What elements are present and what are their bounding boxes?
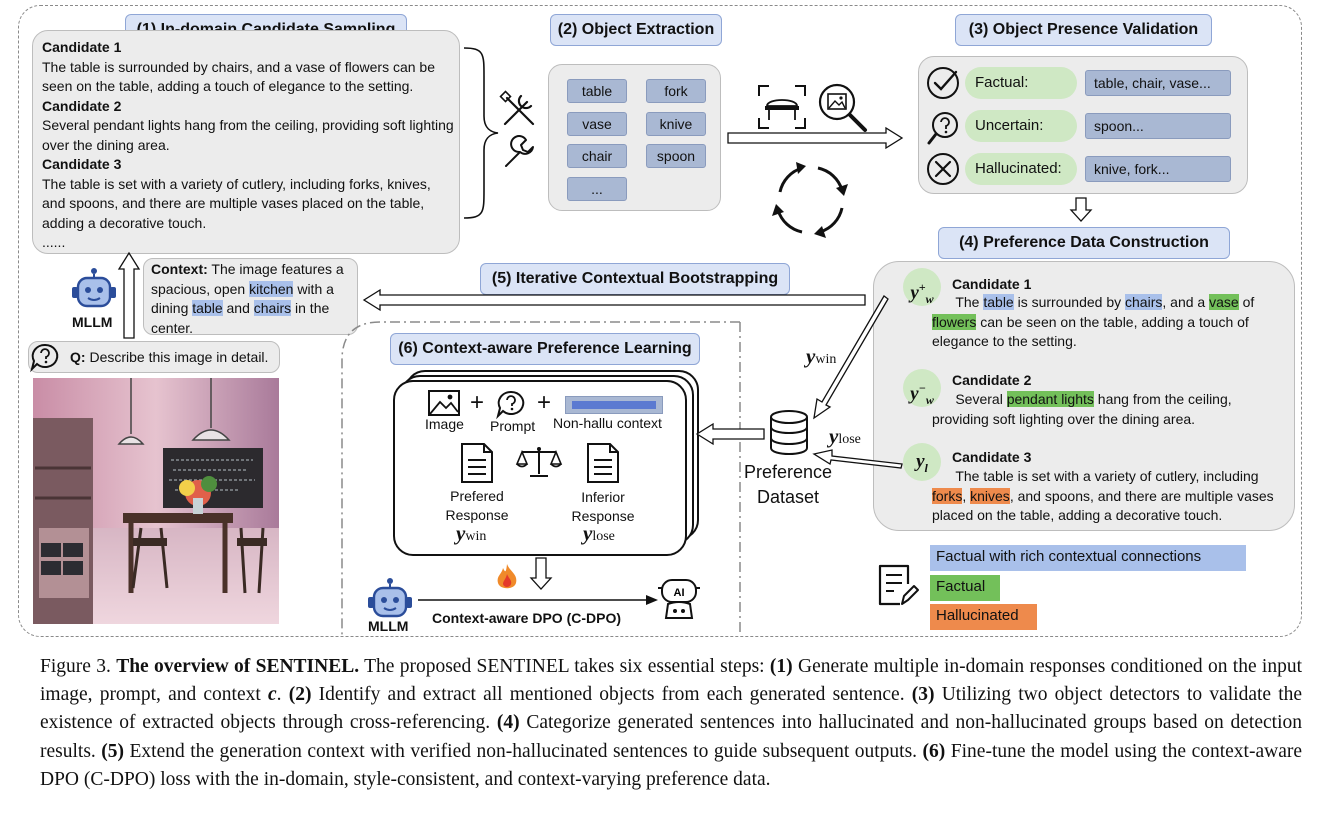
figure-caption: Figure 3. The overview of SENTINEL. The … (40, 656, 1303, 790)
plus-sign-2: + (537, 389, 552, 416)
tools-icon (499, 90, 535, 126)
y-lose-label: ylose (583, 521, 615, 545)
object-chip: fork (646, 79, 706, 103)
arrow-to-learning (695, 422, 765, 446)
legend-factual: Factual (930, 575, 1000, 601)
prompt-bubble-icon (496, 390, 525, 420)
question-search-icon (927, 112, 958, 145)
balance-scale-icon (515, 447, 563, 477)
mllm-label: MLLM (72, 314, 113, 330)
cross-circle-icon (927, 153, 959, 185)
check-circle-icon (927, 67, 959, 99)
y-win-plus-badge: y+w (903, 268, 941, 306)
document-icon (587, 443, 619, 483)
cycle-arrows-icon (772, 162, 848, 238)
learning-dashed-frame (341, 321, 741, 636)
pref-candidate3-text: The table is set with a variety of cutle… (932, 468, 1274, 523)
object-chip: ... (567, 177, 627, 201)
object-chip: vase (567, 112, 627, 136)
y-lose-badge: yl (903, 443, 941, 481)
diagram-frame (18, 5, 1302, 637)
object-chip: table (567, 79, 627, 103)
pref-candidate3-title: Candidate 3 (952, 449, 1032, 465)
image-label: Image (425, 416, 464, 432)
arrow-to-ai-model (418, 595, 658, 605)
object-chip: chair (567, 144, 627, 168)
arrow-to-validation (727, 126, 904, 150)
legend-hallucinated: Hallucinated (930, 604, 1037, 630)
context-bar (565, 396, 663, 414)
document-icon (461, 443, 493, 483)
mllm-label-2: MLLM (368, 618, 409, 634)
ai-robot-icon: AI (658, 579, 700, 619)
candidate2-title: Candidate 2 (42, 97, 122, 114)
candidate1-text: The table is surrounded by chairs, and a… (42, 58, 435, 95)
arrow-to-context (362, 288, 866, 312)
prompt-label: Prompt (490, 418, 536, 434)
image-search-icon (818, 83, 867, 132)
pref-candidate2-text: Several pendant lights hang from the cei… (932, 391, 1232, 427)
svg-text:AI: AI (674, 587, 685, 599)
pref-candidate1-text: The table is surrounded by chairs, and a… (932, 294, 1255, 349)
hallucinated-objects: knive, fork... (1085, 156, 1231, 182)
database-icon (770, 410, 808, 455)
fire-icon (497, 564, 517, 589)
candidates-list: Candidate 1 The table is surrounded by c… (42, 38, 454, 253)
factual-label: Factual: (965, 67, 1077, 99)
stage4-title: (4) Preference Data Construction (938, 227, 1230, 259)
legend-rich-contextual: Factual with rich contextual connections (930, 545, 1246, 571)
candidate3-title: Candidate 3 (42, 156, 122, 172)
robot-icon (72, 268, 116, 308)
wrench-icon (505, 135, 534, 167)
nonhallu-context-label: Non-hallu context (553, 415, 662, 431)
question-text: Q: Describe this image in detail. (70, 349, 269, 365)
y-lose-arrow-label: ylose (829, 424, 861, 448)
hallucinated-label: Hallucinated: (965, 153, 1077, 185)
uncertain-objects: spoon... (1085, 113, 1231, 139)
stage2-title: (2) Object Extraction (550, 14, 722, 46)
arrow-up-to-sampling (117, 251, 141, 339)
arrow-ylose-to-dataset (812, 449, 903, 469)
plus-sign-1: + (470, 389, 485, 416)
context-text: Context: The image features a spacious, … (151, 261, 344, 336)
y-win-minus-badge: y−w (903, 369, 941, 407)
candidates-ellipsis: ...... (42, 234, 66, 250)
arrow-down-to-cdpo (529, 557, 553, 590)
question-bubble-icon (30, 343, 59, 373)
cdpo-label: Context-aware DPO (C-DPO) (432, 610, 622, 626)
scan-icon (758, 85, 806, 129)
image-icon (428, 390, 460, 416)
pref-candidate1-title: Candidate 1 (952, 276, 1032, 292)
candidate3-text: The table is set with a variety of cutle… (42, 175, 431, 231)
factual-objects: table, chair, vase... (1085, 70, 1231, 96)
arrow-ywin-to-dataset (813, 295, 889, 420)
candidate2-text: Several pendant lights hang from the cei… (42, 117, 454, 153)
kitchen-photo (33, 378, 279, 624)
candidate1-title: Candidate 1 (42, 39, 122, 55)
stage3-title: (3) Object Presence Validation (955, 14, 1212, 46)
question-panel (28, 341, 280, 373)
arrow-down-to-construction (1069, 197, 1093, 222)
candidates-panel (32, 30, 460, 254)
stage6-title: (6) Context-aware Preference Learning (390, 333, 700, 365)
robot-icon (368, 578, 412, 618)
y-win-arrow-label: ywin (806, 344, 837, 368)
brace-icon (463, 47, 499, 219)
context-panel (143, 258, 358, 335)
pref-candidate2-title: Candidate 2 (952, 372, 1032, 388)
object-chip: knive (646, 112, 706, 136)
y-win-label: ywin (456, 521, 487, 545)
notes-edit-icon (878, 564, 919, 606)
object-chip: spoon (646, 144, 706, 168)
uncertain-label: Uncertain: (965, 110, 1077, 142)
